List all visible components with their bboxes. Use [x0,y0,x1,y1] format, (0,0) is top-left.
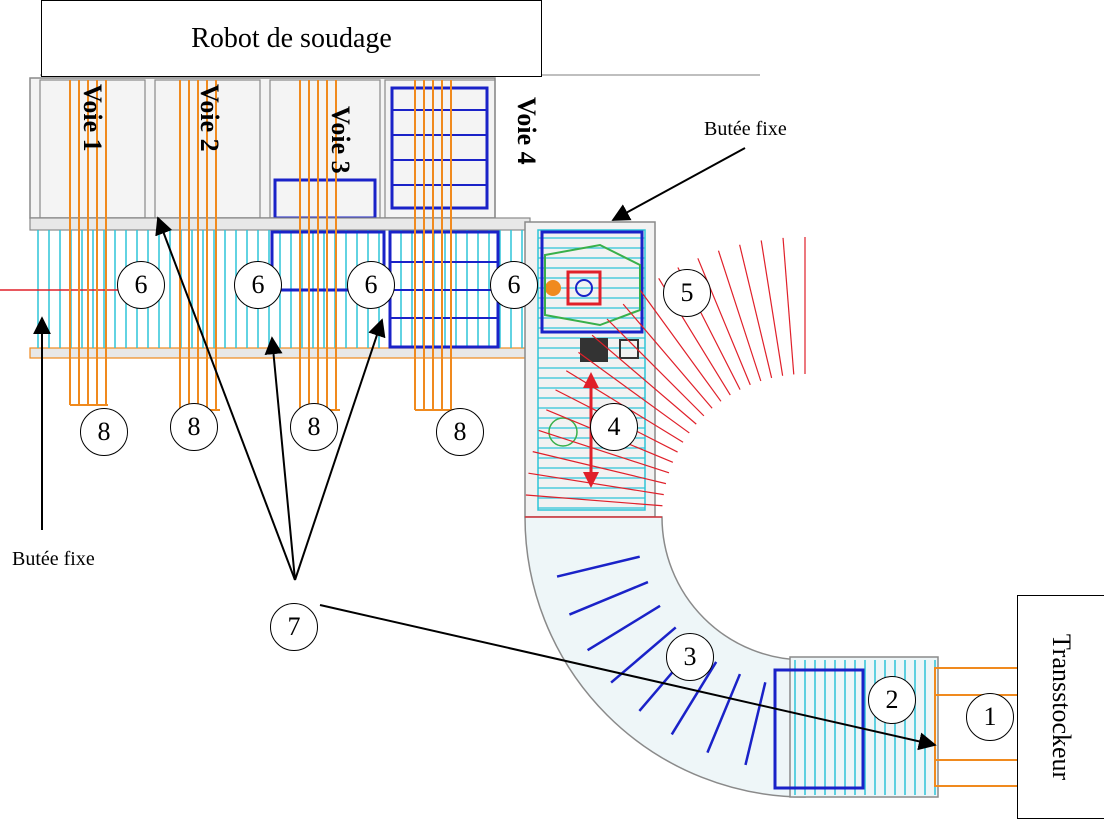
curve-pallet [556,555,640,578]
curve-roller [717,250,762,382]
orange-transfer-rails [69,80,455,411]
voie-1-label: Voie 1 [78,84,107,152]
marker-6b: 6 [234,261,282,309]
curve-roller [578,351,690,434]
curved-conveyor [524,237,806,798]
robot-title: Robot de soudage [191,22,392,54]
butee-fixe-left: Butée fixe [12,548,95,570]
voie-4-label: Voie 4 [512,97,541,165]
curve-roller [739,244,773,379]
butee-fixe-top: Butée fixe [704,118,787,140]
marker-2: 2 [868,676,916,724]
curve-roller [639,290,722,402]
curve-pallet [744,682,767,766]
marker-1: 1 [966,693,1014,741]
voie-2-label: Voie 2 [195,84,224,152]
curve-roller [525,494,663,507]
marker-6d: 6 [490,261,538,309]
curve-roller [591,334,697,425]
curve-pallet [706,673,742,754]
marker-8d: 8 [436,408,484,456]
leader-arrows [33,147,937,751]
marker-8c: 8 [290,403,338,451]
voie-3-label: Voie 3 [326,106,355,174]
exit-conveyor [773,656,1031,798]
transstockeur-label: Transstockeur [1047,633,1077,781]
vertical-conveyor [524,221,656,518]
marker-8a: 8 [80,408,128,456]
curve-roller [760,240,784,376]
marker-7: 7 [270,603,318,651]
robot-title-box: Robot de soudage [41,0,542,77]
curve-pallet [568,580,649,616]
marker-3: 3 [666,633,714,681]
curve-roller [606,318,705,417]
transstockeur-box: Transstockeur [1017,595,1104,819]
marker-6a: 6 [117,261,165,309]
curve-pallet [586,604,661,652]
curve-roller [528,472,664,496]
curve-pallet [670,661,718,736]
marker-8b: 8 [170,403,218,451]
curve-roller [532,451,667,485]
marker-5: 5 [663,269,711,317]
curve-roller [538,429,670,474]
marker-6c: 6 [347,261,395,309]
curve-roller [622,303,713,409]
curve-roller [782,237,795,375]
marker-4: 4 [590,403,638,451]
